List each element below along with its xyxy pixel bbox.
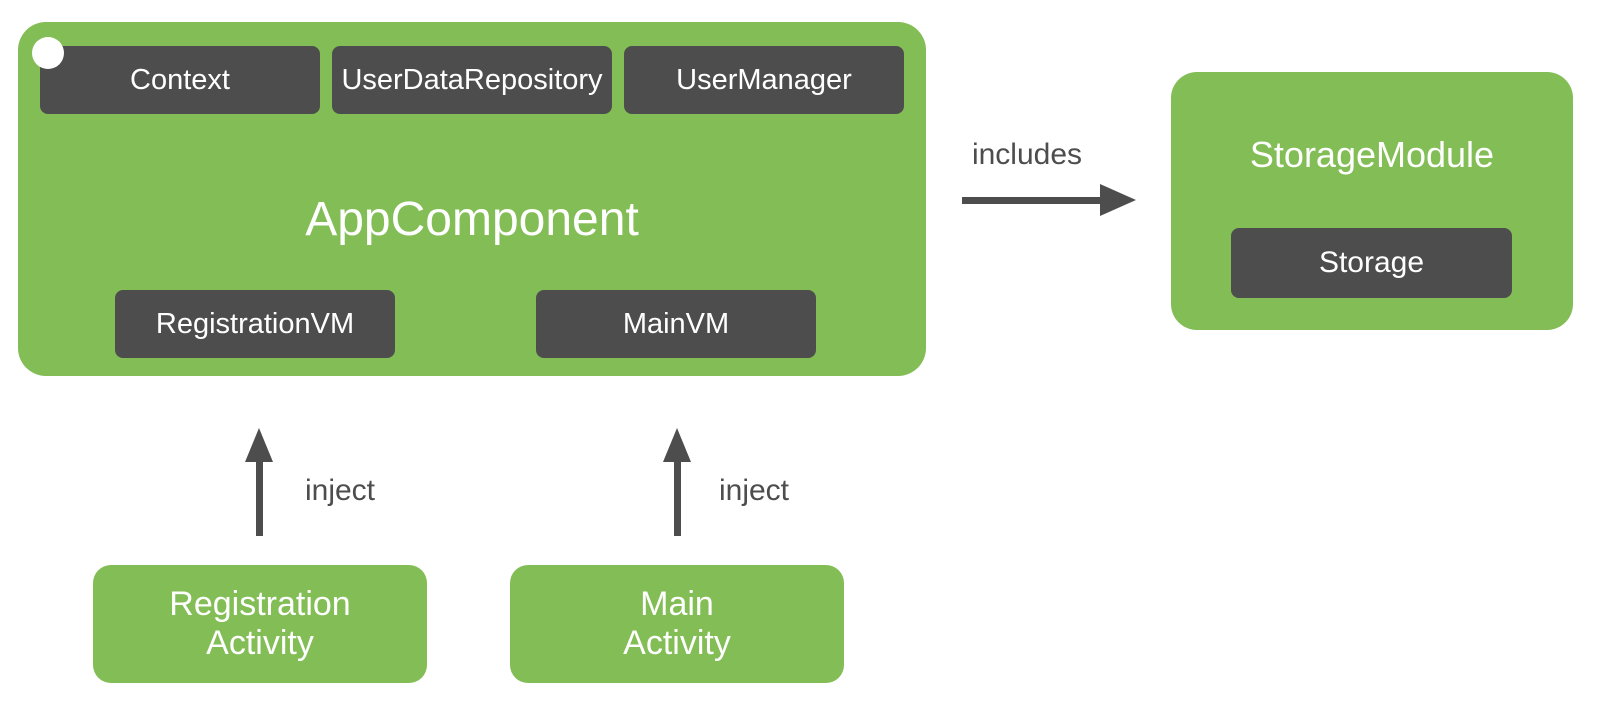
inject-left-arrow-shaft [256, 460, 263, 536]
app-component-title: AppComponent [305, 193, 639, 246]
storage-module-title: StorageModule [1249, 134, 1495, 175]
corner-circle-icon [32, 37, 64, 69]
storage-label: Storage [1318, 246, 1425, 279]
registration-activity-label-line1: Registration [169, 585, 351, 623]
app-component-box: Context UserDataRepository UserManager A… [18, 22, 926, 376]
main-activity-label-line2: Activity [623, 624, 731, 662]
inject-left-edge-label: inject [304, 474, 376, 507]
storage-module-box: StorageModule Storage [1171, 72, 1573, 330]
main-activity-label-line1: Main [640, 585, 714, 623]
registration-vm-label: RegistrationVM [155, 307, 355, 340]
main-vm-box: MainVM [536, 290, 816, 358]
inject-right-arrow-shaft [674, 460, 681, 536]
includes-arrow-head-icon [1100, 184, 1136, 216]
context-label: Context [130, 63, 230, 96]
inject-left-arrow-head-icon [245, 428, 273, 462]
user-manager-box: UserManager [624, 46, 904, 114]
inject-right-edge-label: inject [718, 474, 790, 507]
context-box: Context [40, 46, 320, 114]
user-data-repository-box: UserDataRepository [332, 46, 612, 114]
registration-activity-label-line2: Activity [206, 624, 314, 662]
user-manager-label: UserManager [676, 63, 852, 96]
inject-right-arrow-head-icon [663, 428, 691, 462]
app-component-dependencies-row: Context UserDataRepository UserManager [40, 46, 904, 114]
registration-activity-box: Registration Activity [93, 565, 427, 683]
includes-edge-label: includes [971, 138, 1083, 171]
main-vm-label: MainVM [622, 307, 730, 340]
includes-arrow-shaft [962, 197, 1100, 204]
registration-vm-box: RegistrationVM [115, 290, 395, 358]
storage-box: Storage [1231, 228, 1512, 298]
user-data-repository-label: UserDataRepository [341, 63, 603, 96]
main-activity-box: Main Activity [510, 565, 844, 683]
